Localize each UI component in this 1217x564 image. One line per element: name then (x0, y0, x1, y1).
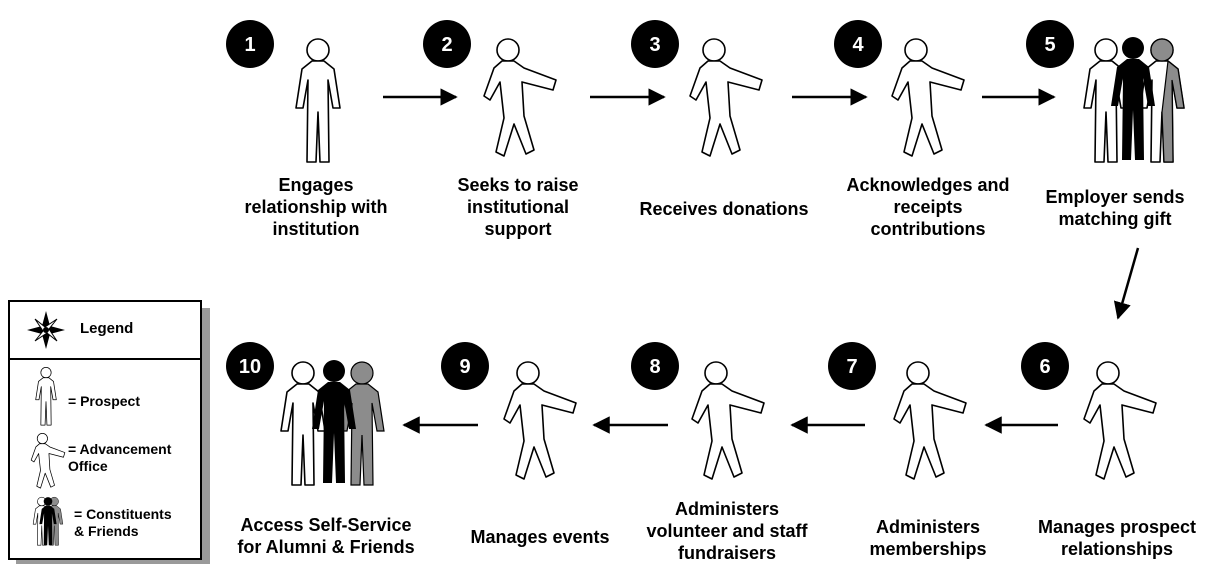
advancement-office-figure-icon (483, 38, 557, 157)
advancement-office-figure-icon (30, 433, 66, 489)
legend-advancement-office-label: = Advancement Office (68, 441, 172, 474)
step-number: 6 (1039, 356, 1050, 378)
legend-header: Legend (10, 302, 200, 360)
step-number: 2 (441, 34, 452, 56)
step-3-label: Receives donations (639, 199, 809, 219)
advancement-office-figure-icon (891, 38, 965, 157)
step-1-badge: 1 (226, 20, 274, 68)
step-number: 4 (852, 34, 864, 56)
legend-prospect-label: = Prospect (68, 393, 140, 409)
step-number: 9 (459, 356, 470, 378)
step-6-label: Manages prospect relationships (1037, 517, 1197, 559)
step-number: 1 (244, 34, 255, 56)
step-7-label: Administers memberships (869, 517, 987, 559)
step-2-badge: 2 (423, 20, 471, 68)
step-7-badge: 7 (828, 342, 876, 390)
step-5-label: Employer sends matching gift (1045, 187, 1185, 229)
step-2-label: Seeks to raise institutional support (457, 175, 579, 239)
step-4-badge: 4 (834, 20, 882, 68)
compass-rose-icon (27, 311, 65, 349)
step-8-badge: 8 (631, 342, 679, 390)
legend-box: Legend = Prospect = Advancement Office =… (8, 300, 202, 560)
step-6-badge: 6 (1021, 342, 1069, 390)
advancement-office-figure-icon (691, 361, 765, 480)
constituents-group-icon (1083, 37, 1185, 163)
step-10-badge: 10 (226, 342, 274, 390)
step-number: 10 (239, 356, 261, 378)
step-10-label: Access Self-Service for Alumni & Friends (237, 515, 415, 557)
step-9-badge: 9 (441, 342, 489, 390)
advancement-office-figure-icon (689, 38, 763, 157)
step-4-label: Acknowledges and receipts contributions (846, 175, 1010, 239)
legend-title: Legend (80, 320, 134, 337)
advancement-office-figure-icon (1083, 361, 1157, 480)
step-9-label: Manages events (470, 527, 610, 547)
step-3-badge: 3 (631, 20, 679, 68)
step-number: 3 (649, 34, 660, 56)
advancement-office-figure-icon (503, 361, 577, 480)
step-1-label: Engages relationship with institution (244, 175, 388, 239)
step-number: 8 (649, 356, 660, 378)
step-8-label: Administers volunteer and staff fundrais… (646, 499, 808, 563)
step-number: 7 (846, 356, 857, 378)
prospect-figure-icon (295, 38, 341, 163)
legend-constituents-label: = Constituents & Friends (74, 506, 172, 539)
step-number: 5 (1044, 34, 1055, 56)
prospect-figure-icon (35, 367, 57, 426)
flow-arrow (1113, 247, 1140, 320)
constituents-group-icon (32, 496, 64, 546)
advancement-office-figure-icon (893, 361, 967, 480)
constituents-group-icon (280, 360, 385, 486)
step-5-badge: 5 (1026, 20, 1074, 68)
